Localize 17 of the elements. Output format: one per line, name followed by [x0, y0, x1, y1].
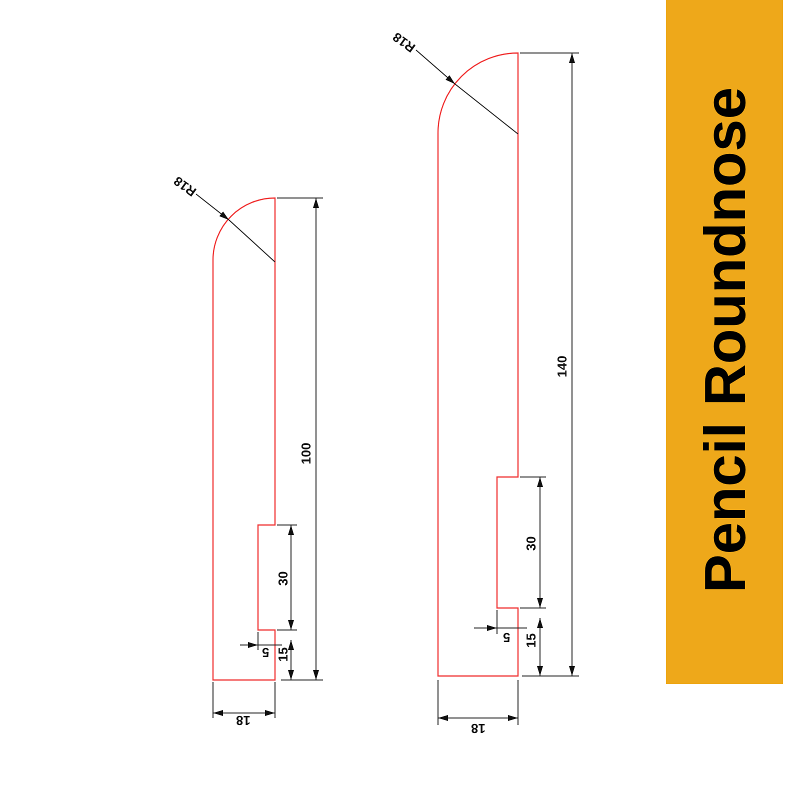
dimension-label: 18 [236, 714, 250, 726]
radius-label: R18 [171, 174, 198, 198]
dimension-label: 30 [276, 570, 290, 586]
dimension-label: 100 [299, 442, 312, 464]
leader-line [416, 50, 456, 84]
part-outline-drawing [212, 197, 276, 681]
dimension-label: 18 [471, 722, 486, 734]
dimension-label: 140 [555, 355, 568, 377]
dimension-label: 15 [276, 646, 290, 662]
part-outline-drawing [437, 52, 519, 677]
leader-line [196, 194, 230, 220]
dimension-label: 5 [262, 646, 269, 658]
radius-label: R18 [390, 30, 418, 54]
dimension-label: 5 [502, 630, 510, 644]
dimension-label: 15 [524, 632, 538, 648]
title: Pencil Roundnose [696, 87, 755, 593]
dimension-label: 30 [524, 536, 538, 550]
